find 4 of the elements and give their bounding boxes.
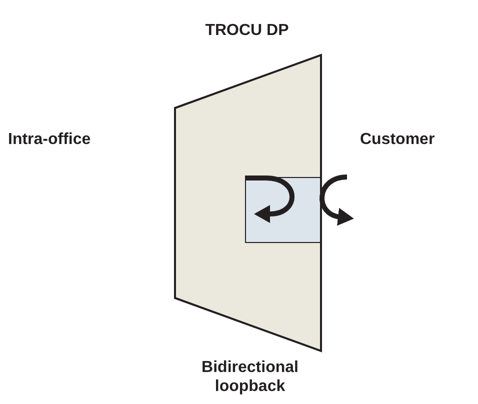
- panel-title: TROCU DP: [204, 21, 290, 41]
- side-label: Bidirectional loopback: [200, 358, 300, 396]
- side-label: Intra-office: [8, 130, 91, 150]
- side-label: Customer: [360, 130, 435, 150]
